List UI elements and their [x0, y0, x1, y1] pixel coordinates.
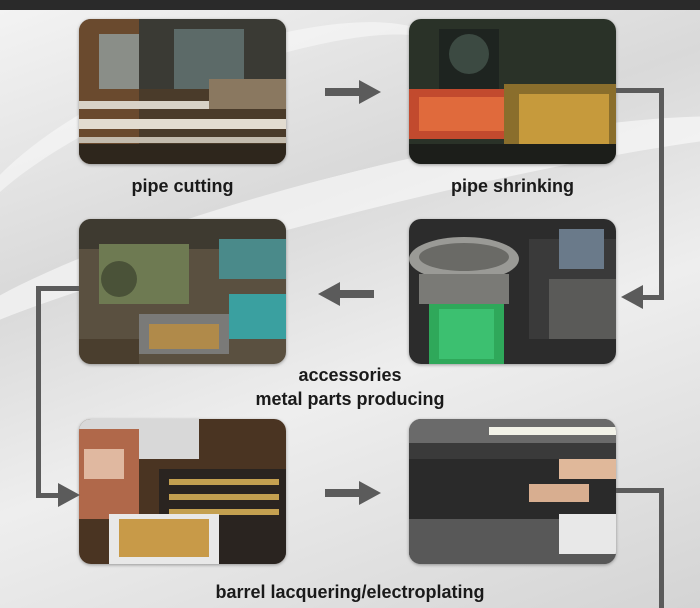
connector-line — [638, 295, 664, 300]
caption-pipe-shrinking: pipe shrinking — [450, 176, 574, 196]
arrow-right-icon — [58, 483, 80, 507]
photo-accessories — [79, 219, 286, 364]
caption-metal-parts-producing: metal parts producing — [255, 389, 445, 409]
photo-pipe-shrinking — [409, 19, 616, 164]
caption-barrel-lacquering: barrel lacquering/electroplating — [215, 582, 485, 602]
caption-accessories: accessories — [298, 365, 402, 385]
connector-line — [659, 88, 664, 300]
connector-line — [659, 488, 664, 608]
connector-line — [36, 286, 79, 291]
photo-pipe-cutting — [79, 19, 286, 164]
caption-pipe-cutting: pipe cutting — [131, 176, 234, 196]
arrow-left-icon — [318, 282, 374, 306]
connector-line — [616, 88, 664, 93]
connector-line — [36, 286, 41, 498]
photo-feeder-machine — [409, 219, 616, 364]
arrow-right-icon — [325, 80, 381, 104]
arrow-left-icon — [621, 285, 643, 309]
arrow-right-icon — [325, 481, 381, 505]
photo-assembly-line — [409, 419, 616, 564]
photo-barrel-lacquering — [79, 419, 286, 564]
top-banner-strip — [0, 0, 700, 10]
connector-line — [36, 493, 62, 498]
connector-line — [616, 488, 664, 493]
